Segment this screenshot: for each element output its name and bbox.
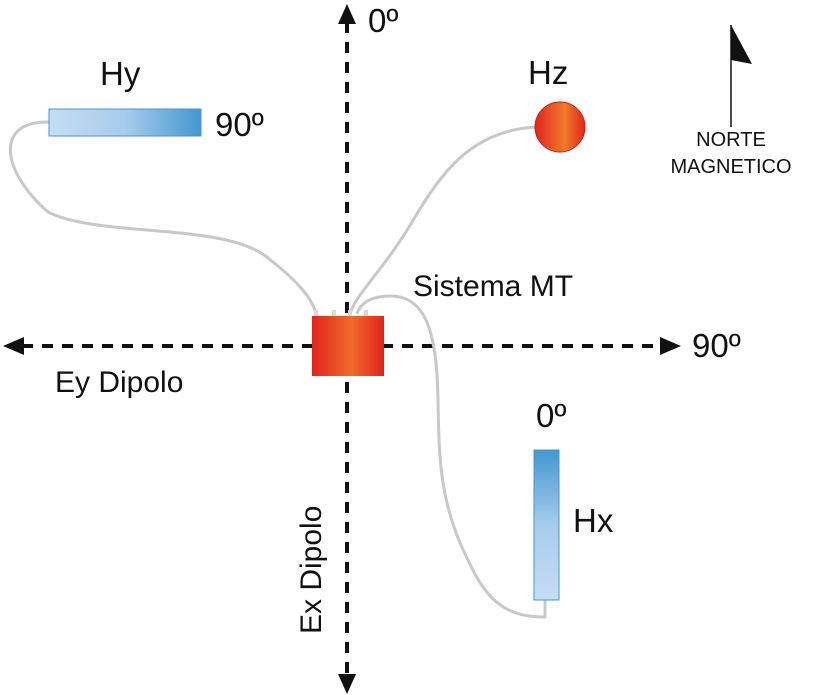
arrow-down-icon	[338, 674, 356, 694]
hx-sensor	[533, 449, 560, 601]
arrow-left-icon	[3, 337, 24, 355]
hx-angle-label: 0º	[536, 397, 566, 434]
cable-hx	[355, 294, 547, 619]
hy-angle-label: 90º	[215, 106, 264, 143]
ex-dipole-label: Ex Dipolo	[295, 506, 328, 634]
hy-label: Hy	[100, 55, 141, 92]
cable-hy	[8, 120, 318, 315]
magnetic-north-flag-icon	[730, 25, 752, 127]
cable-hz	[348, 125, 538, 315]
arrow-right-icon	[660, 337, 681, 355]
hy-sensor	[48, 108, 202, 137]
hx-label: Hx	[573, 502, 614, 539]
cables	[8, 120, 547, 619]
mt-system-label: Sistema MT	[413, 270, 573, 303]
hz-sensor	[534, 101, 586, 153]
axis-east-label: 90º	[692, 327, 741, 364]
ey-dipole-label: Ey Dipolo	[55, 366, 183, 399]
mt-system-unit	[312, 310, 384, 376]
compass-label-line1: NORTE	[696, 129, 766, 151]
axis-north-label: 0º	[368, 2, 398, 39]
hz-label: Hz	[528, 54, 568, 91]
compass-label-line2: MAGNETICO	[670, 156, 791, 178]
arrow-up-icon	[338, 4, 356, 24]
